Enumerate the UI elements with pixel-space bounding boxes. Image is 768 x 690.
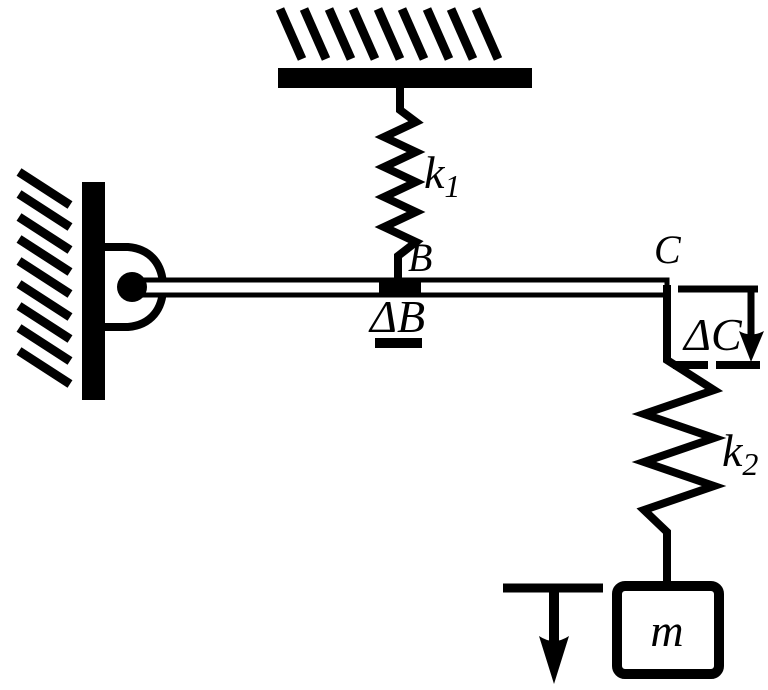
wall-hatching xyxy=(16,168,73,388)
point-b-label: B xyxy=(408,235,432,280)
arrowhead-icon xyxy=(539,636,569,684)
delta-c-indicator xyxy=(673,285,764,369)
beam-mark-b xyxy=(379,282,421,295)
spring-k1 xyxy=(374,88,426,281)
pin xyxy=(117,272,147,302)
delta-c-label: ΔC xyxy=(682,309,743,360)
spring-k2 xyxy=(631,285,727,582)
ceiling-bar xyxy=(278,68,532,88)
delta-b-position-mark xyxy=(375,338,422,348)
delta-b-label: ΔB xyxy=(368,291,425,342)
downward-arrow xyxy=(503,583,603,684)
spring-k1-symbol: k xyxy=(424,147,446,198)
point-c-label: C xyxy=(654,227,682,272)
delta-c-arrowhead-icon xyxy=(739,331,764,362)
spring-k1-label: k1 xyxy=(424,147,460,204)
wall-bar xyxy=(82,182,105,400)
spring-k2-subscript: 2 xyxy=(742,446,758,482)
ceiling-hatching xyxy=(275,7,503,61)
mass-block xyxy=(612,581,724,679)
spring-k2-label: k2 xyxy=(722,425,758,482)
spring-k1-subscript: 1 xyxy=(444,168,460,204)
mass-label: m xyxy=(650,605,683,656)
spring-k2-symbol: k xyxy=(722,425,744,476)
